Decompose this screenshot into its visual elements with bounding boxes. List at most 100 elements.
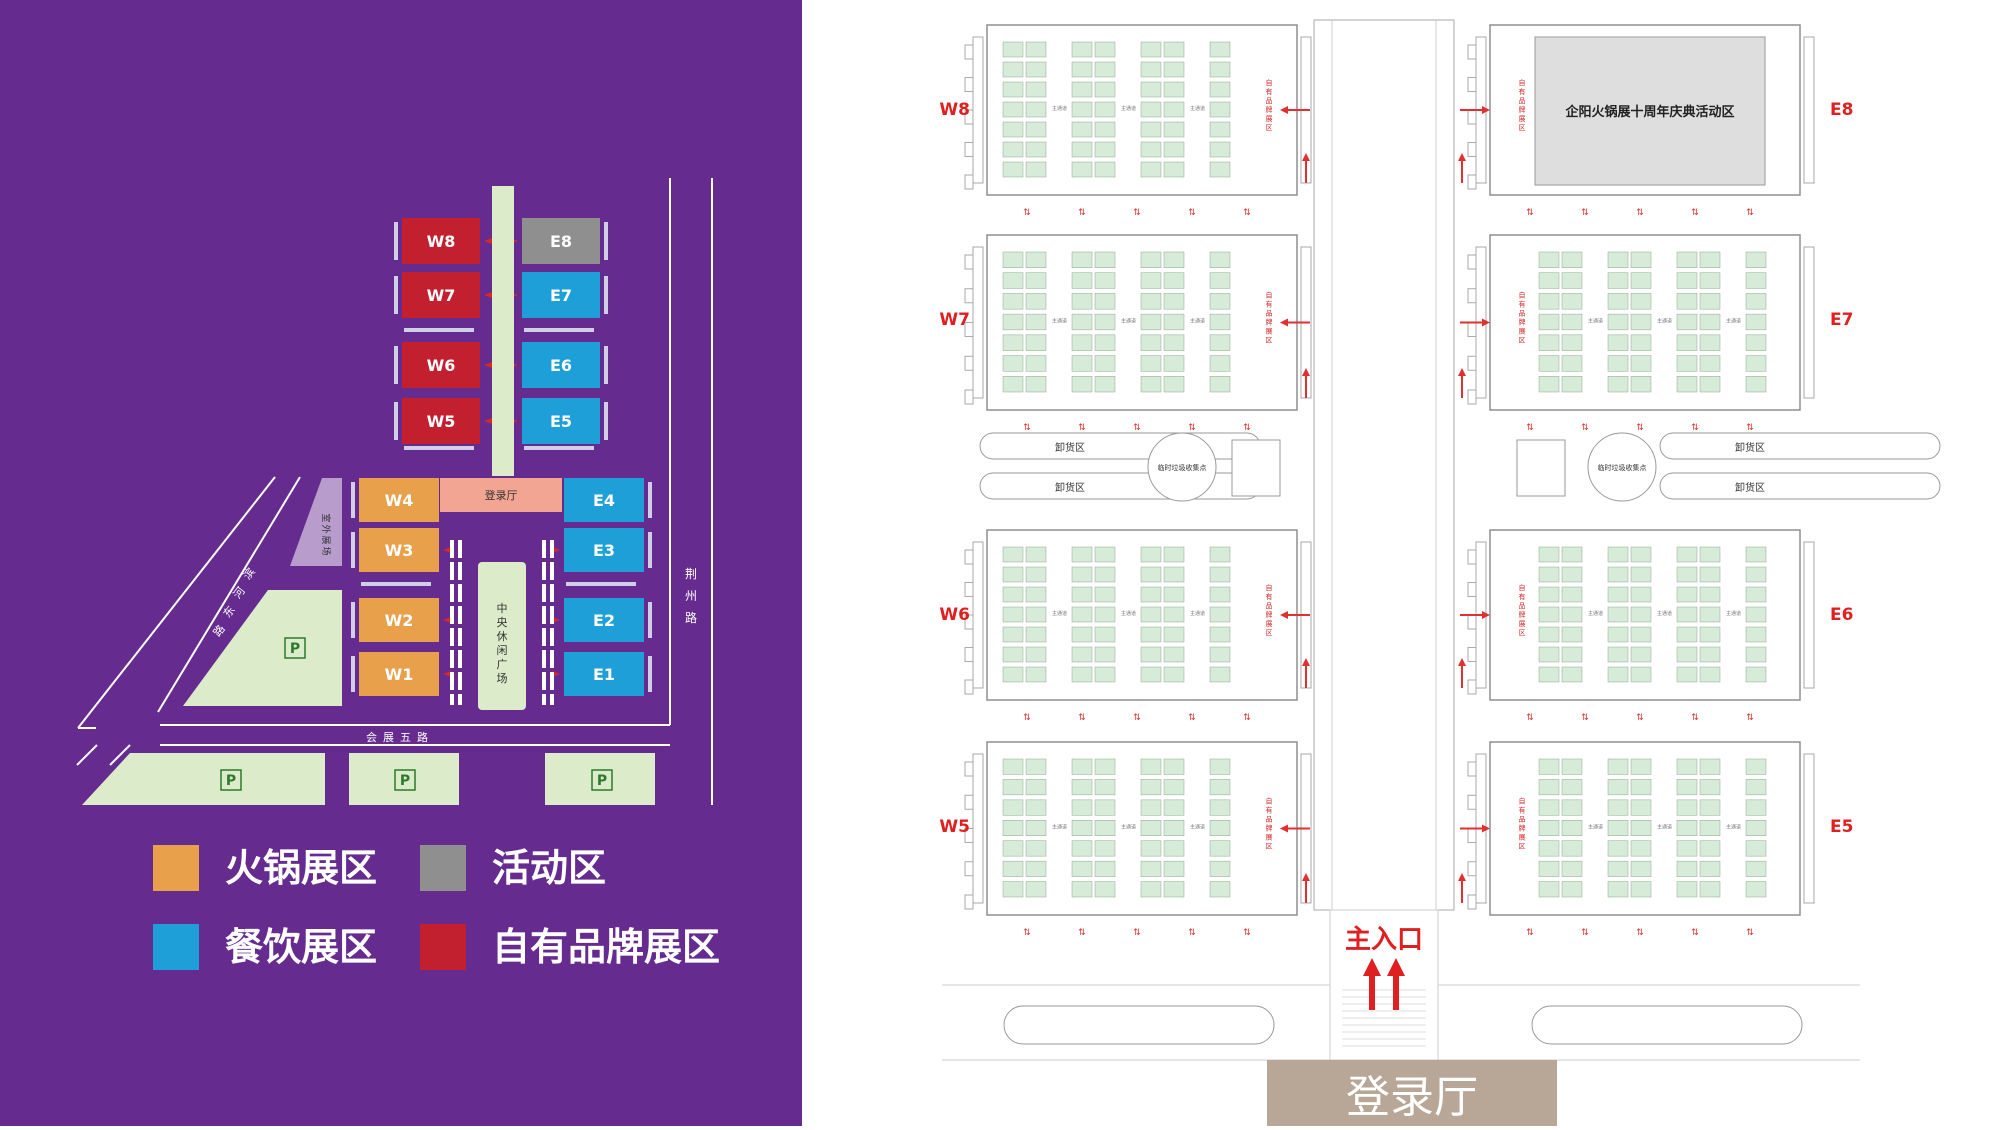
aisle-label: 主通道 <box>1052 318 1067 325</box>
booth <box>1025 566 1047 583</box>
entrance-arrow <box>443 617 451 623</box>
booth <box>1630 779 1652 796</box>
hall-label-w4: W4 <box>385 491 414 510</box>
entrance-arrow-head <box>1280 611 1288 619</box>
own-brand-vertical-label: 区 <box>1519 337 1526 345</box>
booth <box>1094 758 1116 775</box>
booth <box>1209 881 1231 898</box>
booth <box>1071 81 1093 98</box>
booth <box>1002 272 1024 289</box>
gate-arrow: ⇅ <box>1636 713 1644 723</box>
booth <box>1163 860 1185 877</box>
booth <box>1630 293 1652 310</box>
booth <box>1699 546 1721 563</box>
booth <box>1699 272 1721 289</box>
booth <box>1561 779 1583 796</box>
booth <box>1094 101 1116 118</box>
booth <box>1699 566 1721 583</box>
booth <box>1538 272 1560 289</box>
booth <box>1025 666 1047 683</box>
hall-side-bar <box>648 602 652 638</box>
booth <box>1163 161 1185 178</box>
own-brand-vertical-label: 区 <box>1519 629 1526 637</box>
booth <box>1140 293 1162 310</box>
booth <box>1094 376 1116 393</box>
booth <box>1209 566 1231 583</box>
booth <box>1163 121 1185 138</box>
own-brand-vertical-label: 品 <box>1266 602 1273 610</box>
gate-arrow: ⇅ <box>1188 713 1196 723</box>
booth <box>1025 293 1047 310</box>
floor-plan: 主通道主通道主通道自有品牌展区⇅⇅⇅⇅⇅企阳火锅展十周年庆典活动区自有品牌展区⇅… <box>939 19 1941 1126</box>
own-brand-vertical-label: 展 <box>1266 115 1273 123</box>
booth <box>1094 293 1116 310</box>
booth <box>1538 566 1560 583</box>
booth <box>1071 141 1093 158</box>
booth <box>1209 355 1231 372</box>
booth <box>1699 293 1721 310</box>
own-brand-vertical-label: 品 <box>1519 602 1526 610</box>
stair-block <box>1467 389 1477 405</box>
gate-arrow: ⇅ <box>1636 208 1644 218</box>
booth <box>1209 251 1231 268</box>
booth <box>1630 666 1652 683</box>
registration-lobby <box>1267 1060 1557 1126</box>
parking-area-south-2 <box>349 753 459 805</box>
hall-annex <box>1803 541 1815 689</box>
gate-arrow: ⇅ <box>1078 713 1086 723</box>
booth <box>1094 586 1116 603</box>
west-hall-label: W7 <box>939 310 970 330</box>
booth <box>1002 566 1024 583</box>
booth <box>1002 779 1024 796</box>
booth <box>1071 779 1093 796</box>
hall-side-bar <box>394 346 398 384</box>
booth <box>1630 376 1652 393</box>
hall-w6 <box>402 342 480 388</box>
booth <box>1209 840 1231 857</box>
booth <box>1561 586 1583 603</box>
hall-w7 <box>402 272 480 318</box>
booth <box>1699 334 1721 351</box>
booth <box>1561 546 1583 563</box>
booth <box>1561 799 1583 816</box>
stair-block <box>964 254 974 270</box>
booth <box>1209 586 1231 603</box>
booth <box>1607 840 1629 857</box>
outdoor-exhibition-area <box>290 478 342 566</box>
booth <box>1538 881 1560 898</box>
gate-arrow: ⇅ <box>1133 713 1141 723</box>
booth <box>1071 251 1093 268</box>
booth <box>1002 820 1024 836</box>
own-brand-vertical-label: 区 <box>1266 337 1273 345</box>
central-plaza-label: 场 <box>497 671 508 685</box>
gate-arrow: ⇅ <box>1636 423 1644 433</box>
floor-plan-labels: 主通道主通道主通道自有品牌展区⇅⇅⇅⇅⇅企阳火锅展十周年庆典活动区自有品牌展区⇅… <box>939 78 1853 938</box>
stair-block <box>1467 894 1477 910</box>
booth <box>1094 566 1116 583</box>
own-brand-vertical-label: 展 <box>1519 620 1526 628</box>
gate-arrow: ⇅ <box>1581 423 1589 433</box>
booth <box>1561 758 1583 775</box>
own-brand-vertical-label: 区 <box>1519 843 1526 851</box>
booth <box>1002 61 1024 78</box>
own-brand-vertical-label: 牌 <box>1266 610 1273 619</box>
booth <box>1094 881 1116 898</box>
booth <box>1094 121 1116 138</box>
entrance-arrow-head <box>1482 318 1490 327</box>
booth <box>1094 840 1116 857</box>
booth <box>1163 81 1185 98</box>
booth <box>1163 272 1185 289</box>
booth <box>1538 779 1560 796</box>
hall-side-bar <box>351 482 355 518</box>
booth <box>1676 646 1698 663</box>
booth <box>1561 860 1583 877</box>
gate-arrow: ⇅ <box>1188 208 1196 218</box>
aisle-label: 主通道 <box>1588 824 1603 831</box>
road-label-right: 州 <box>685 589 697 603</box>
booth <box>1561 313 1583 331</box>
booth <box>1140 334 1162 351</box>
aisle-label: 主通道 <box>1121 610 1136 617</box>
hall-label-w2: W2 <box>385 611 414 630</box>
stair-block <box>964 861 974 877</box>
